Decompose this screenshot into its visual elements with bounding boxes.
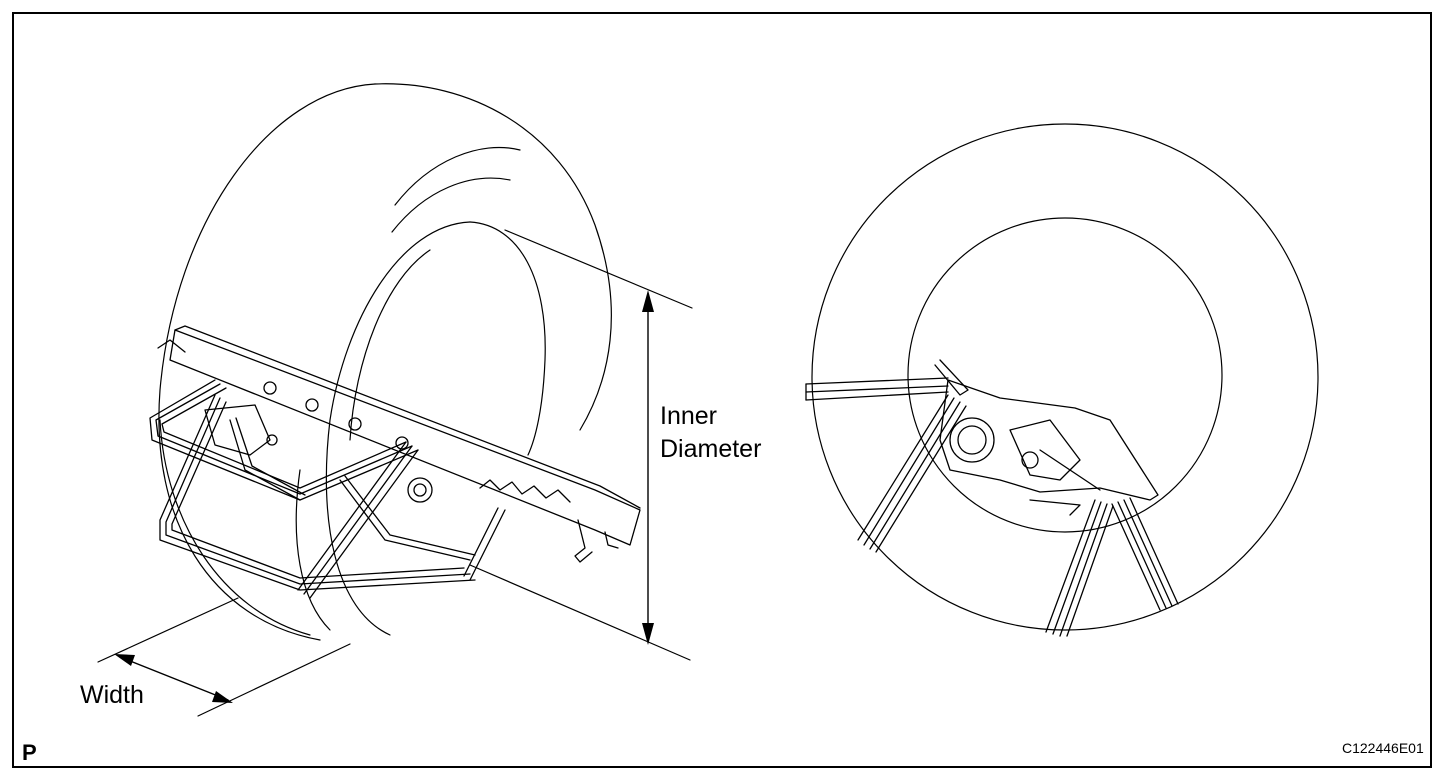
wire-diagonals	[229, 417, 506, 599]
wire-loop-upper	[149, 379, 419, 501]
inner-diameter-arrow-top	[642, 290, 654, 312]
side-mechanism-lower-hook	[1029, 499, 1081, 516]
inner-diameter-label: Inner Diameter	[660, 400, 761, 466]
inner-diameter-arrow-bottom	[642, 623, 654, 645]
tire-inner-rim	[349, 249, 431, 441]
bar-teeth	[479, 479, 571, 503]
side-mechanism-plate	[1009, 419, 1081, 481]
width-dimension	[97, 597, 351, 717]
bar-bolt-5	[266, 434, 278, 446]
left-bracket	[204, 404, 271, 456]
tire-perspective	[158, 83, 612, 641]
side-wire-bundle-left	[805, 377, 949, 401]
tire-shoulder-2	[391, 177, 511, 233]
chain-assembly	[149, 325, 641, 599]
tire-lower-sidewall-2	[295, 469, 331, 631]
hub-knob	[407, 477, 433, 503]
wire-loop-lower	[159, 394, 476, 591]
side-mechanism-clip	[934, 359, 969, 396]
chain-main-bar	[169, 329, 641, 546]
tire-inner-circle	[907, 217, 1223, 533]
width-arrow-right	[212, 691, 233, 703]
chain-bar-end-bracket	[574, 519, 593, 563]
bar-bolt-3	[348, 417, 362, 431]
width-extension-right	[197, 643, 351, 717]
chain-bar-left-hook	[157, 339, 186, 353]
tire-shoulder	[394, 146, 521, 206]
side-wire-bundle-lower-left	[857, 394, 967, 553]
inner-diameter-extension-top	[504, 229, 693, 309]
inner-diameter-label-line1: Inner	[660, 402, 717, 430]
side-hub-outer	[949, 417, 995, 463]
tire-side-view	[811, 123, 1319, 631]
side-mechanism-arm	[1039, 449, 1101, 491]
tire-inner-back	[469, 221, 546, 456]
figure-code: C122446E01	[1342, 740, 1424, 756]
side-hub-ring	[1021, 451, 1039, 469]
width-arrow-left	[114, 654, 135, 666]
chain-bar-end-tab	[604, 531, 619, 549]
tire-outer-back	[374, 83, 612, 431]
chain-main-bar-edge	[174, 325, 641, 509]
bar-bolt-2	[305, 398, 319, 412]
inner-diameter-dimension	[469, 229, 693, 661]
side-wire-bundle-lower-right	[1111, 497, 1179, 611]
figure-frame	[12, 12, 1432, 768]
tire-outer-circle	[811, 123, 1319, 631]
bar-bolt-4	[395, 436, 409, 450]
tire-inner-opening	[325, 221, 471, 636]
width-dimension-line	[119, 656, 229, 701]
side-mechanism-body	[939, 379, 1159, 501]
hub-knob-inner	[413, 483, 427, 497]
tire-outer-front	[158, 83, 376, 641]
corner-mark: P	[22, 740, 37, 765]
width-label: Width	[80, 681, 144, 709]
inner-diameter-extension-bottom	[469, 564, 691, 661]
inner-diameter-label-line2: Diameter	[660, 435, 762, 463]
side-hub-inner	[957, 425, 987, 455]
side-wire-bundle-lower-mid	[1045, 499, 1114, 637]
width-extension-left	[97, 597, 239, 663]
bar-bolt-1	[263, 381, 277, 395]
chain-assembly-side	[805, 359, 1179, 637]
